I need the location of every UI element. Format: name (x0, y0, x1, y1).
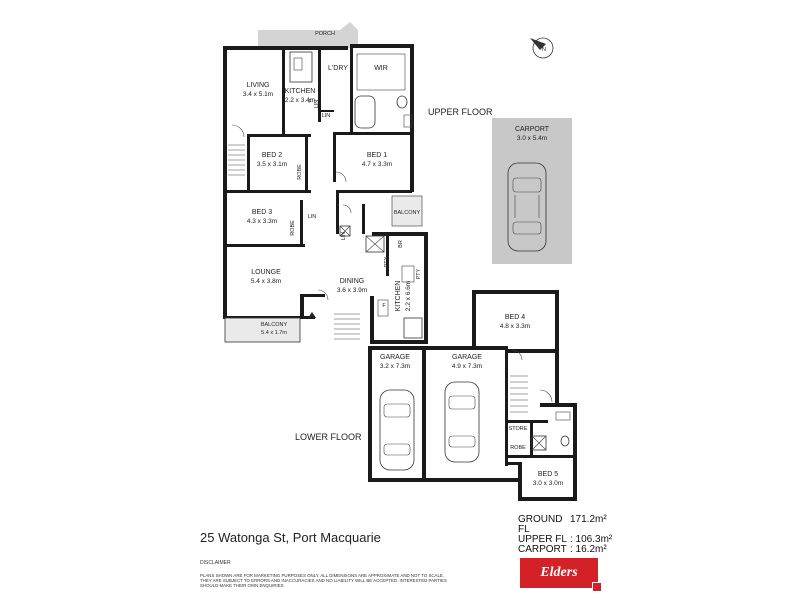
garage1-label: GARAGE (380, 354, 410, 361)
garage2-label: GARAGE (452, 354, 482, 361)
lin-label-3: LIN (341, 232, 347, 241)
balcony-large-label: BALCONY (261, 322, 288, 328)
area-label: UPPER FL (518, 534, 567, 545)
lower-floor: BED 4 4.8 x 3.3m GARAGE 3.2 x 7.3m GARAG… (295, 290, 577, 501)
balcony-large-area (224, 317, 301, 343)
bed4-label: BED 4 (505, 314, 525, 321)
kitchen-upper-dims: 2.2 x 3.4m (285, 97, 315, 104)
area-label: GROUND FL (518, 514, 563, 535)
garage2-car-icon (444, 381, 480, 463)
area-summary: GROUND FL 171.2m² UPPER FL : 106.3m² CAR… (518, 515, 612, 555)
pty-label-1: PTY (384, 256, 390, 267)
garage2-dims: 4.9 x 7.3m (452, 363, 482, 370)
logo-mark-icon (592, 582, 602, 592)
area-value: : 106.3m² (570, 534, 613, 545)
kitchen-bench (289, 51, 313, 83)
area-row-ground: GROUND FL 171.2m² (518, 515, 612, 535)
dining-label: DINING (340, 278, 365, 285)
balcony-small-area (391, 195, 423, 227)
carport-car-icon (507, 162, 547, 252)
stairs-upper-left (228, 144, 245, 176)
f-label-2: F (382, 303, 386, 309)
bed4-dims: 4.8 x 3.3m (500, 323, 530, 330)
lounge-dims: 5.4 x 3.8m (251, 278, 281, 285)
area-label: CARPORT (518, 544, 567, 555)
bed1-label: BED 1 (367, 152, 387, 159)
bed5-label: BED 5 (538, 471, 558, 478)
disclaimer-text: PLANS SHOWN ARE FOR MARKETING PURPOSES O… (200, 573, 447, 588)
kitchen-lower-label: KITCHEN (395, 281, 402, 312)
upper-floor-label: UPPER FLOOR (428, 107, 493, 117)
br-label: BR (398, 240, 404, 248)
area-row-upper: UPPER FL : 106.3m² (518, 535, 612, 545)
garage1-dims: 3.2 x 7.3m (380, 363, 410, 370)
carport-dims: 3.0 x 5.4m (517, 135, 547, 142)
stairs-upper-mid (334, 313, 360, 340)
elders-logo: Elders (520, 558, 602, 592)
logo-text: Elders (540, 565, 578, 580)
living-label: LIVING (247, 82, 270, 89)
garage1-car-icon (379, 389, 415, 471)
bathtub (354, 95, 376, 129)
laundry-label: L'DRY (328, 65, 348, 72)
pty-label-2: PTY (416, 268, 422, 279)
bed2-dims: 3.5 x 3.1m (257, 161, 287, 168)
toilet-icon (396, 95, 408, 109)
balcony-small-label: BALCONY (394, 210, 421, 216)
wir-label: WIR (374, 65, 388, 72)
dining-dims: 3.6 x 3.9m (337, 287, 367, 294)
lin-label-2: LIN (308, 214, 317, 220)
upper-floor: L'DRY WIR LIVING 3.4 x 5.1m KITCHEN 2.2 … (223, 44, 493, 344)
area-value: : 16.2m² (570, 544, 607, 555)
bed3-dims: 4.3 x 3.3m (247, 218, 277, 225)
balcony-large-dims: 5.4 x 1.7m (261, 330, 287, 336)
bed2-label: BED 2 (262, 152, 282, 159)
lin-label-1: LIN (322, 113, 331, 119)
bed1-dims: 4.7 x 3.3m (362, 161, 392, 168)
kitchen-lower-dims: 2.2 x 6.6m (405, 281, 412, 311)
carport-label: CARPORT (515, 126, 550, 133)
robe-label-3: ROBE (510, 445, 526, 451)
porch-area (258, 22, 358, 48)
robe-label-1: ROBE (297, 164, 303, 180)
lower-floor-label: LOWER FLOOR (295, 432, 362, 442)
disclaimer-title: DISCLAIMER (200, 560, 231, 566)
svg-text:N: N (542, 47, 546, 53)
lounge-label: LOUNGE (251, 269, 281, 276)
f-label-1: F (308, 99, 312, 105)
living-dims: 3.4 x 5.1m (243, 91, 273, 98)
store-label: STORE (509, 426, 528, 432)
robe-label-2: ROBE (290, 220, 296, 236)
carport-area (492, 118, 572, 264)
bed3-label: BED 3 (252, 209, 272, 216)
kitchen-upper-label: KITCHEN (285, 88, 316, 95)
porch-label: PORCH (315, 31, 335, 37)
area-value: 171.2m² (570, 514, 607, 525)
bed5-dims: 3.0 x 3.0m (533, 480, 563, 487)
north-arrow-icon: N (530, 37, 554, 59)
toilet-lower-icon (560, 435, 570, 447)
lin-label-4: LIN (314, 100, 320, 109)
area-row-carport: CARPORT : 16.2m² (518, 545, 612, 555)
property-address: 25 Watonga St, Port Macquarie (200, 530, 381, 545)
stairs-lower (510, 375, 528, 413)
